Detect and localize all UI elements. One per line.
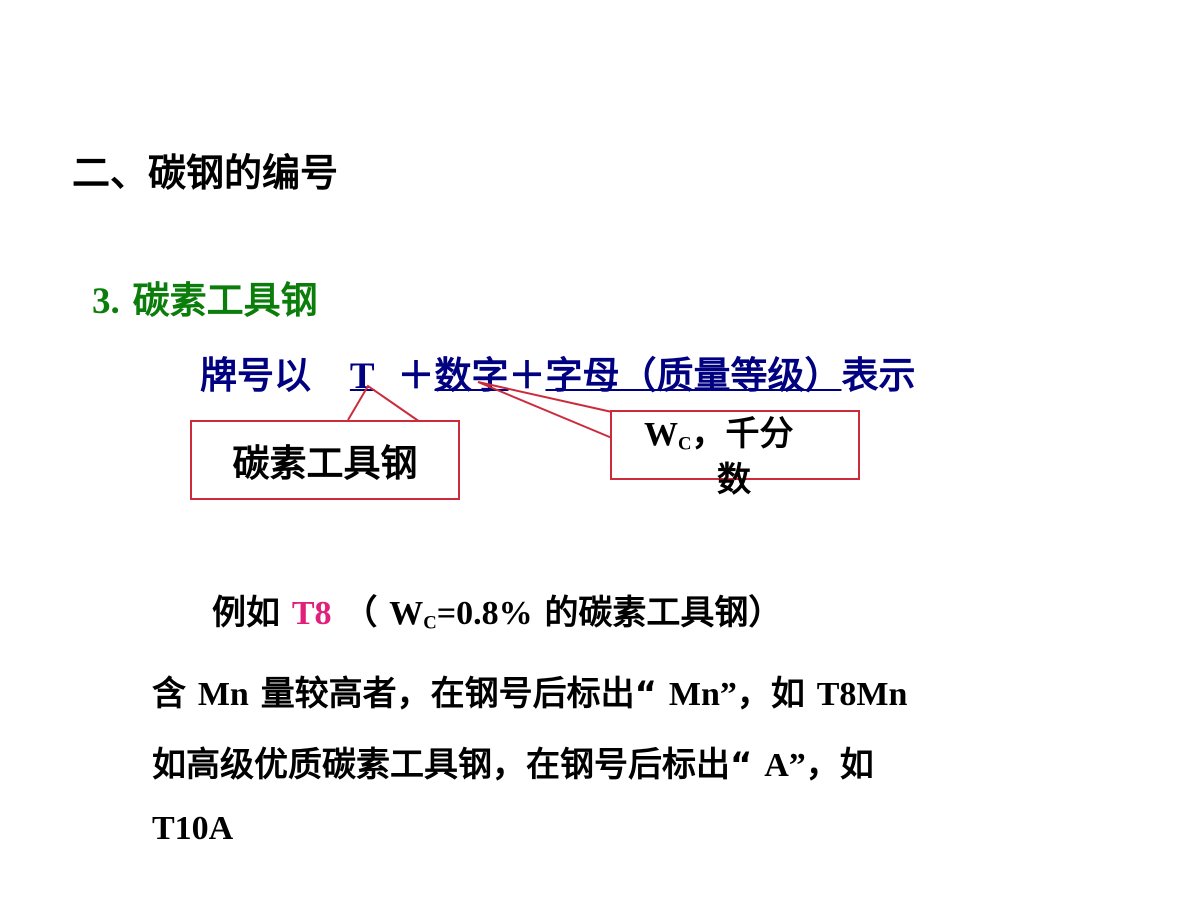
mn-note: 含 Mn 量较高者，在钢号后标出“ Mn”，如 T8Mn	[152, 674, 908, 714]
formula-prefix: 牌号以	[200, 354, 311, 397]
example-grade: T8	[291, 595, 332, 632]
callout-right-line2: 数	[717, 460, 751, 500]
section-number: 3.	[92, 281, 120, 322]
callout-carbon-tool-steel: 碳素工具钢	[190, 420, 460, 500]
page-title: 二、碳钢的编号	[72, 151, 339, 195]
formula-plus-1: ＋	[397, 354, 435, 397]
example-line: 例如 T8 （ WC=0.8% 的碳素工具钢）	[212, 593, 783, 634]
callout-left-text: 碳素工具钢	[232, 442, 418, 485]
pointer-left	[347, 384, 421, 423]
formula-letters: 字母（质量等级）	[545, 354, 842, 397]
section-heading: 3. 碳素工具钢	[92, 270, 318, 324]
designation-formula: 牌号以 T ＋数字＋字母（质量等级）表示	[200, 345, 915, 399]
section-text: 碳素工具钢	[132, 279, 318, 322]
callout-carbon-content: WC，千分 数	[610, 410, 860, 500]
grade-a-example: T10A	[152, 810, 234, 847]
pointer-right	[477, 381, 613, 439]
formula-t: T	[349, 356, 375, 397]
callout-right-line1: WC，千分	[644, 414, 794, 455]
formula-suffix: 表示	[841, 354, 916, 397]
grade-a-note: 如高级优质碳素工具钢，在钢号后标出“ A”，如	[152, 745, 874, 785]
